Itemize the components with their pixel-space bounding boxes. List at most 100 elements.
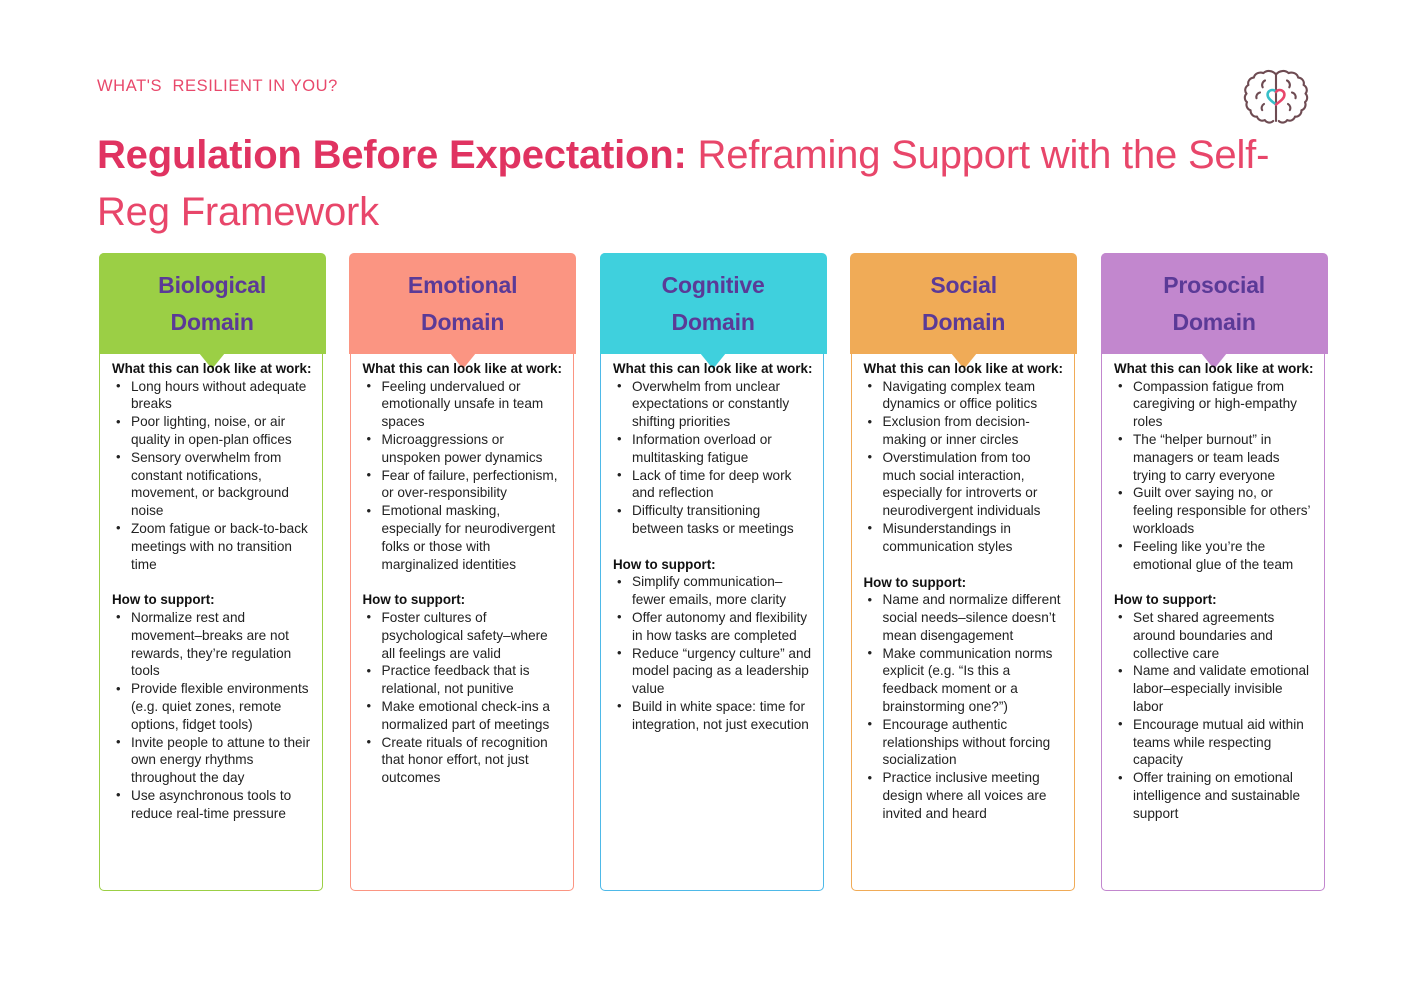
section-title-how-to-support: How to support: xyxy=(362,592,466,608)
look-like-list: Navigating complex team dynamics or offi… xyxy=(864,377,1065,556)
domain-card-body-prosocial: What this can look like at work: Compass… xyxy=(1102,360,1326,823)
domain-cards-row: Biological Domain What this can look lik… xyxy=(98,252,1328,893)
spacer xyxy=(363,573,564,591)
list-item: Emotional masking, especially for neurod… xyxy=(363,502,564,573)
support-list: Foster cultures of psychological safety–… xyxy=(363,608,564,787)
list-item: Make communication norms explicit (e.g. … xyxy=(864,644,1065,716)
section-title-look-like: What this can look like at work: xyxy=(1114,361,1314,376)
list-item: Misunderstandings in communication style… xyxy=(864,519,1065,556)
domain-card-header-prosocial: Prosocial Domain xyxy=(1100,252,1328,369)
section-title-how-to-support: How to support: xyxy=(1114,592,1217,608)
page-title: Regulation Before Expectation: Reframing… xyxy=(97,127,1287,241)
domain-title-line1: Emotional xyxy=(407,271,518,298)
page-title-rest: Reframing Support with the Self-Reg Fram… xyxy=(97,133,1270,234)
list-item: Lack of time for deep work and reflectio… xyxy=(613,466,814,503)
domain-card-header-social: Social Domain xyxy=(850,252,1078,369)
list-item: Information overload or multitasking fat… xyxy=(613,430,814,467)
support-list: Simplify communication–fewer emails, mor… xyxy=(613,573,814,733)
spacer xyxy=(112,573,313,591)
spacer xyxy=(1114,573,1315,591)
section-title-look-like: What this can look like at work: xyxy=(613,361,813,376)
domain-title-line1: Biological xyxy=(158,271,267,298)
look-like-list: Feeling undervalued or emotionally unsaf… xyxy=(363,377,564,574)
list-item: Practice inclusive meeting design where … xyxy=(864,769,1065,822)
domain-card-social[interactable]: Social Domain What this can look like at… xyxy=(850,252,1078,891)
list-item: Feeling like you’re the emotional glue o… xyxy=(1114,537,1315,574)
domain-card-body-social: What this can look like at work: Navigat… xyxy=(852,360,1076,823)
domain-title-line2: Domain xyxy=(421,308,505,335)
list-item: Create rituals of recognition that honor… xyxy=(363,733,564,787)
domain-card-body-biological: What this can look like at work: Long ho… xyxy=(100,360,324,823)
list-item: Provide flexible environments (e.g. quie… xyxy=(112,680,313,733)
list-item: Build in white space: time for integrati… xyxy=(613,697,814,734)
section-title-look-like: What this can look like at work: xyxy=(863,361,1063,376)
page-title-emphasis: Regulation Before Expectation: xyxy=(97,133,687,177)
list-item: Difficulty transitioning between tasks o… xyxy=(613,502,814,538)
list-item: Name and normalize different social need… xyxy=(864,591,1065,644)
section-title-look-like: What this can look like at work: xyxy=(362,361,562,376)
brain-heart-icon xyxy=(1238,66,1314,132)
list-item: Normalize rest and movement–breaks are n… xyxy=(112,608,313,680)
spacer xyxy=(613,538,814,556)
list-item: Overstimulation from too much social int… xyxy=(864,448,1065,520)
support-list: Set shared agreements around boundaries … xyxy=(1114,608,1315,823)
section-title-how-to-support: How to support: xyxy=(112,592,215,608)
list-item: Sensory overwhelm from constant notifica… xyxy=(112,448,313,520)
domain-title-line2: Domain xyxy=(1172,308,1256,335)
list-item: Use asynchronous tools to reduce real-ti… xyxy=(112,786,313,823)
speech-tail xyxy=(700,352,727,369)
speech-tail xyxy=(199,352,226,369)
list-item: Simplify communication–fewer emails, mor… xyxy=(613,573,814,609)
spacer xyxy=(864,556,1065,574)
domain-card-emotional[interactable]: Emotional Domain What this can look like… xyxy=(349,252,577,891)
list-item: Offer autonomy and flexibility in how ta… xyxy=(613,608,814,645)
domain-card-body-cognitive: What this can look like at work: Overwhe… xyxy=(601,360,825,734)
domain-card-cognitive[interactable]: Cognitive Domain What this can look like… xyxy=(599,252,827,891)
domain-card-header-cognitive: Cognitive Domain xyxy=(599,252,827,369)
domain-title-line2: Domain xyxy=(671,308,755,335)
look-like-list: Overwhelm from unclear expectations or c… xyxy=(613,377,814,538)
list-item: Navigating complex team dynamics or offi… xyxy=(864,377,1065,414)
list-item: Microaggressions or unspoken power dynam… xyxy=(363,430,564,467)
section-title-look-like: What this can look like at work: xyxy=(112,361,312,376)
list-item: Poor lighting, noise, or air quality in … xyxy=(112,413,313,449)
support-list: Name and normalize different social need… xyxy=(864,591,1065,822)
list-item: Feeling undervalued or emotionally unsaf… xyxy=(363,377,564,431)
domain-card-body-emotional: What this can look like at work: Feeling… xyxy=(351,360,575,787)
section-title-how-to-support: How to support: xyxy=(863,574,967,590)
list-item: Reduce “urgency culture” and model pacin… xyxy=(613,644,814,698)
domain-title-line1: Social xyxy=(930,271,997,298)
list-item: Offer training on emotional intelligence… xyxy=(1114,769,1315,822)
list-item: Fear of failure, perfectionism, or over-… xyxy=(363,466,564,503)
domain-card-prosocial[interactable]: Prosocial Domain What this can look like… xyxy=(1100,252,1328,891)
list-item: Name and validate emotional labor–especi… xyxy=(1114,662,1315,715)
speech-tail xyxy=(449,352,476,369)
support-list: Normalize rest and movement–breaks are n… xyxy=(112,608,313,823)
list-item: Exclusion from decision-making or inner … xyxy=(864,413,1065,449)
look-like-list: Long hours without adequate breaks Poor … xyxy=(112,377,313,574)
list-item: Overwhelm from unclear expectations or c… xyxy=(613,377,814,431)
list-item: Guilt over saying no, or feeling respons… xyxy=(1114,484,1315,537)
list-item: Practice feedback that is relational, no… xyxy=(363,662,564,698)
list-item: Set shared agreements around boundaries … xyxy=(1114,608,1315,662)
speech-tail xyxy=(950,352,977,369)
list-item: Make emotional check-ins a normalized pa… xyxy=(363,697,564,734)
list-item: Long hours without adequate breaks xyxy=(112,377,313,414)
domain-title-line1: Cognitive xyxy=(661,271,765,298)
domain-title-line2: Domain xyxy=(922,308,1006,335)
list-item: Zoom fatigue or back-to-back meetings wi… xyxy=(112,519,313,573)
domain-title-line2: Domain xyxy=(170,308,254,335)
domain-card-header-emotional: Emotional Domain xyxy=(349,252,577,369)
section-title-how-to-support: How to support: xyxy=(613,556,716,572)
domain-card-header-biological: Biological Domain xyxy=(98,252,326,369)
eyebrow-label: WHAT'S RESILIENT IN YOU? xyxy=(97,77,338,95)
look-like-list: Compassion fatigue from caregiving or hi… xyxy=(1114,377,1315,574)
domain-card-biological[interactable]: Biological Domain What this can look lik… xyxy=(98,252,326,891)
list-item: Invite people to attune to their own ene… xyxy=(112,733,313,787)
list-item: Foster cultures of psychological safety–… xyxy=(363,608,564,662)
list-item: Encourage authentic relationships withou… xyxy=(864,715,1065,769)
domain-title-line1: Prosocial xyxy=(1163,271,1265,298)
list-item: Encourage mutual aid within teams while … xyxy=(1114,715,1315,769)
speech-tail xyxy=(1201,352,1228,369)
